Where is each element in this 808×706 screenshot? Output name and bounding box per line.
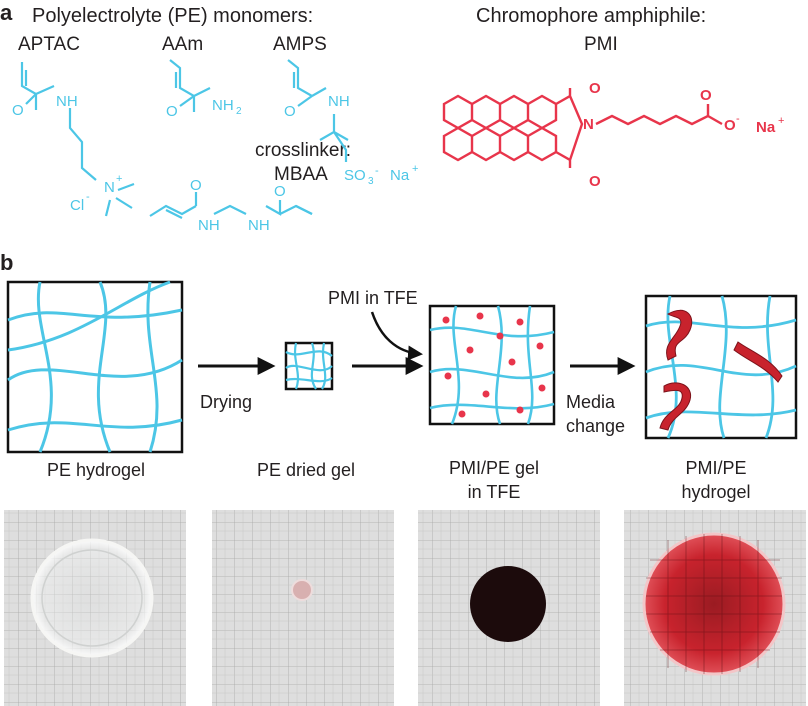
svg-text:O: O: [589, 173, 601, 190]
svg-text:NH: NH: [56, 93, 78, 110]
svg-text:-: -: [375, 165, 379, 177]
svg-text:NH: NH: [212, 97, 234, 114]
caption-pe-dried-gel: PE dried gel: [257, 460, 355, 480]
svg-text:O: O: [724, 117, 736, 134]
caption-pmi-pe-hydrogel-2: hydrogel: [681, 482, 750, 502]
svg-text:-: -: [736, 113, 740, 125]
svg-text:NH: NH: [248, 217, 270, 234]
svg-text:N: N: [104, 179, 115, 196]
amps-label: AMPS: [273, 34, 327, 55]
panel-b: b Drying: [0, 250, 806, 706]
svg-text:+: +: [412, 163, 418, 175]
mbaa-structure: [149, 192, 313, 219]
caption-pmi-pe-hydrogel-1: PMI/PE: [685, 458, 746, 478]
aptac-atoms: O NH Cl - N +: [12, 93, 122, 214]
chromophore-title: Chromophore amphiphile:: [476, 5, 706, 27]
pmi-label: PMI: [584, 34, 618, 55]
svg-text:SO: SO: [344, 167, 366, 184]
svg-text:NH: NH: [328, 93, 350, 110]
svg-text:Cl: Cl: [70, 197, 84, 214]
mbaa-atoms: O NH NH O: [190, 177, 286, 234]
svg-text:+: +: [778, 115, 784, 127]
pmi-pe-hydrogel-schematic: [644, 294, 798, 440]
photo-pe-hydrogel: [4, 510, 186, 706]
svg-text:N: N: [583, 116, 594, 133]
crosslinker-title: crosslinker:: [255, 140, 351, 161]
aam-label: AAm: [162, 34, 203, 55]
panel-a-label: a: [0, 0, 13, 25]
svg-text:2: 2: [236, 106, 242, 117]
caption-pmi-pe-gel-tfe-1: PMI/PE gel: [449, 458, 539, 478]
amps-structure: [287, 59, 349, 162]
svg-text:-: -: [86, 191, 90, 203]
pe-hydrogel-schematic: [6, 280, 184, 454]
amps-atoms: O NH SO 3 - Na +: [284, 93, 418, 187]
mbaa-label: MBAA: [274, 164, 328, 185]
pmi-pe-gel-tfe-schematic: [428, 304, 556, 426]
svg-text:Na: Na: [756, 119, 776, 136]
svg-text:NH: NH: [198, 217, 220, 234]
pmi-addition-arrow: [370, 311, 423, 361]
monomers-title: Polyelectrolyte (PE) monomers:: [32, 5, 313, 27]
media-label: Media: [566, 392, 616, 412]
panel-a: a Polyelectrolyte (PE) monomers: APTAC A…: [0, 0, 784, 234]
aptac-structure: [20, 62, 97, 181]
aam-atoms: O NH 2: [166, 97, 242, 120]
panel-b-label: b: [0, 250, 13, 275]
caption-pe-hydrogel: PE hydrogel: [47, 460, 145, 480]
photo-pe-dried-gel: [212, 510, 394, 706]
svg-text:Na: Na: [390, 167, 410, 184]
pmi-structure: [442, 88, 723, 168]
photo-pmi-pe-hydrogel: [624, 510, 806, 706]
svg-text:3: 3: [368, 176, 374, 187]
caption-pmi-pe-gel-tfe-2: in TFE: [468, 482, 521, 502]
pmi-atoms: O N O O O - Na +: [583, 80, 784, 190]
svg-text:O: O: [12, 102, 24, 119]
aam-structure: [169, 59, 211, 112]
aptac-methyls: [104, 182, 135, 217]
svg-text:+: +: [116, 173, 122, 185]
pe-dried-gel-schematic: [284, 341, 334, 391]
change-label: change: [566, 416, 625, 436]
drying-label: Drying: [200, 392, 252, 412]
svg-text:O: O: [284, 103, 296, 120]
pmi-in-tfe-label: PMI in TFE: [328, 288, 418, 308]
svg-text:O: O: [589, 80, 601, 97]
svg-text:O: O: [274, 183, 286, 200]
svg-text:O: O: [190, 177, 202, 194]
photo-pmi-pe-gel-tfe: [418, 510, 600, 706]
svg-text:O: O: [700, 87, 712, 104]
svg-text:O: O: [166, 103, 178, 120]
aptac-label: APTAC: [18, 34, 80, 55]
